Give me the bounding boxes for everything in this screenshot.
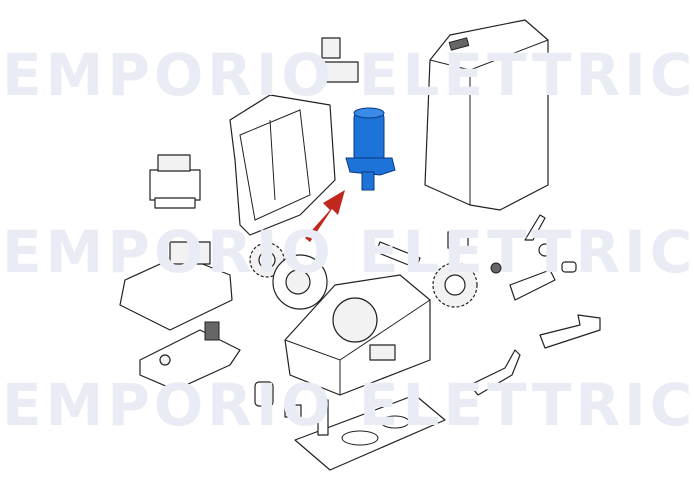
frame-bracket[interactable] — [229, 94, 336, 236]
base-plate[interactable] — [294, 394, 446, 471]
worm-shaft[interactable] — [375, 241, 421, 269]
lock-cylinder[interactable] — [447, 231, 502, 274]
cover[interactable] — [424, 19, 549, 211]
fuse-holder[interactable] — [317, 37, 359, 83]
release-lever[interactable] — [509, 214, 577, 301]
arrow-icon — [305, 190, 345, 242]
gearbox-housing[interactable] — [284, 274, 431, 396]
watermark-text: EMPORIO ELETTRICO — [2, 218, 694, 286]
watermark: EMPORIO ELETTRICO EMPORIO ELETTRICO EMPO… — [2, 41, 694, 439]
capacitor[interactable] — [254, 381, 274, 407]
control-board[interactable] — [139, 321, 241, 391]
release-knob[interactable] — [272, 254, 328, 310]
drive-gear[interactable] — [432, 262, 478, 308]
transformer[interactable] — [149, 154, 201, 209]
watermark-text: EMPORIO ELETTRICO — [2, 371, 694, 439]
watermark-text: EMPORIO ELETTRICO — [2, 41, 694, 109]
terminal-block[interactable] — [284, 404, 302, 418]
limit-switch-bracket[interactable] — [469, 314, 601, 396]
control-board-housing[interactable] — [119, 241, 233, 331]
motor[interactable] — [345, 107, 396, 191]
